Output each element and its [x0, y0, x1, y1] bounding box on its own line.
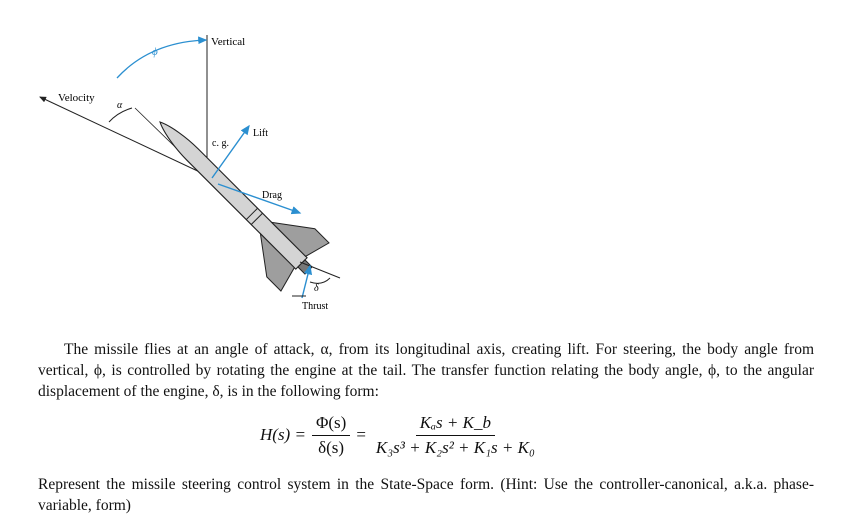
- task-paragraph: Represent the missile steering control s…: [38, 476, 814, 514]
- delta-label: δ: [314, 283, 319, 294]
- fraction1-denominator: δ(s): [318, 437, 345, 457]
- phi-label: ϕ: [152, 46, 158, 58]
- velocity-label: Velocity: [58, 92, 95, 104]
- alpha-label: α: [117, 100, 123, 111]
- fraction2-numerator: Kₐs + K_b: [415, 413, 495, 436]
- drag-arrow: [217, 183, 302, 215]
- problem-paragraph: The missile flies at an angle of attack,…: [38, 341, 814, 400]
- vertical-label: Vertical: [211, 36, 245, 48]
- phi-arc: [116, 36, 208, 79]
- thrust-arrow: [301, 264, 313, 299]
- lift-arrow: [211, 124, 250, 179]
- drag-label: Drag: [262, 190, 282, 201]
- transfer-function-equation: H(s) = Φ(s) δ(s) = Kₐs + K_b K₃s³ + K₂s²…: [260, 411, 545, 459]
- alpha-arc: [108, 107, 133, 123]
- equation-equals: =: [356, 425, 366, 444]
- fraction2-denominator: K₃s³ + K₂s² + K₁s + K₀: [375, 437, 535, 457]
- missile-diagram: Vertical ϕ Velocity α c. g. Lift Drag δ …: [39, 35, 341, 312]
- fraction-polynomial: Kₐs + K_b K₃s³ + K₂s² + K₁s + K₀: [372, 413, 539, 458]
- lift-label: Lift: [253, 128, 268, 139]
- fraction-phi-delta: Φ(s) δ(s): [311, 413, 351, 458]
- thrust-label: Thrust: [302, 301, 328, 312]
- cg-label: c. g.: [212, 138, 229, 149]
- delta-arc: [309, 277, 331, 284]
- fraction1-numerator: Φ(s): [311, 413, 351, 436]
- missile-body: [159, 121, 330, 292]
- equation-lhs: H(s) =: [260, 425, 306, 444]
